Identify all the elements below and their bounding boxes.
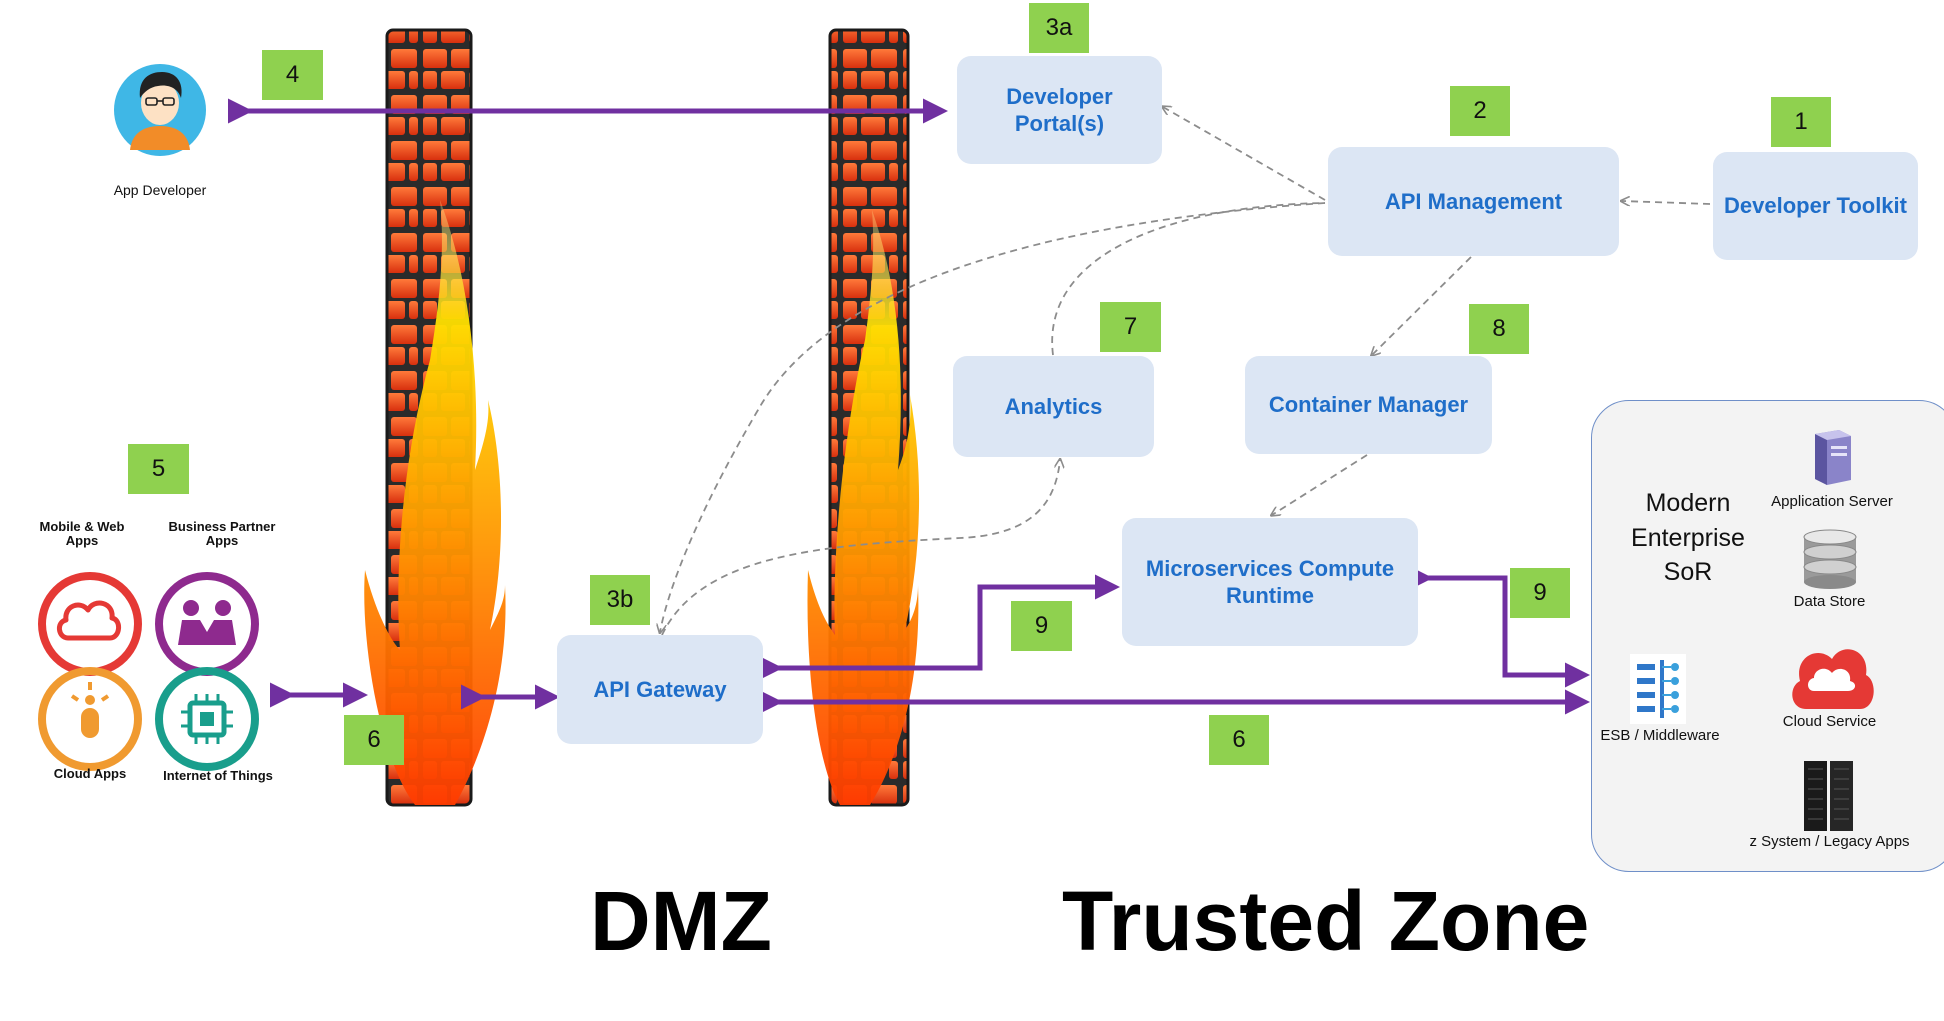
developer-portal-node: Developer Portal(s) (957, 56, 1162, 164)
sor-title-line1: Modern (1645, 489, 1731, 517)
firewall-left (364, 28, 506, 807)
step-badge-9-right: 9 (1510, 568, 1570, 618)
step-badge-3b: 3b (590, 575, 650, 625)
sor-title-line2: Enterprise (1631, 524, 1745, 552)
data-store-icon (1803, 529, 1857, 589)
container-to-microservices-arrow (1272, 454, 1368, 515)
step-badge-6-left: 6 (344, 715, 404, 765)
app-developer-avatar-icon (114, 64, 206, 156)
application-server-icon (1815, 430, 1851, 485)
cloud-service-icon (1792, 649, 1874, 709)
analytics-to-apimgmt-arrow (1051, 202, 1326, 356)
dmz-zone-title: DMZ (590, 874, 772, 968)
step-badge-7: 7 (1100, 302, 1161, 352)
esb-middleware-label: ESB / Middleware (1600, 727, 1720, 744)
step-badge-4: 4 (262, 50, 323, 100)
step-badge-1: 1 (1771, 97, 1831, 147)
microservices-to-sor-arrow (1407, 565, 1590, 688)
cloud-service-label: Cloud Service (1782, 713, 1877, 730)
gateway-to-microservices-arrow (757, 574, 1120, 681)
firewall-right (807, 28, 920, 807)
mobile-web-apps-label: Mobile & Web Apps (39, 519, 125, 548)
z-system-label: z System / Legacy Apps (1749, 833, 1910, 850)
api-management-node: API Management (1328, 147, 1619, 256)
step-badge-2: 2 (1450, 86, 1510, 136)
developer-toolkit-node: Developer Toolkit (1713, 152, 1918, 260)
mobile-web-apps-icon (38, 572, 142, 676)
cloud-apps-label: Cloud Apps (53, 766, 127, 781)
internet-of-things-icon (155, 667, 259, 771)
z-system-icon (1804, 761, 1853, 831)
trusted-zone-title: Trusted Zone (1062, 874, 1590, 968)
business-partner-apps-label: Business Partner Apps (168, 519, 276, 548)
apimgmt-to-portal-arrow (1163, 107, 1326, 201)
data-store-label: Data Store (1793, 593, 1866, 610)
esb-middleware-icon (1630, 654, 1686, 724)
application-server-label: Application Server (1771, 493, 1893, 510)
toolkit-to-apimgmt-arrow (1622, 201, 1711, 204)
step-badge-3a: 3a (1029, 3, 1089, 53)
iot-label: Internet of Things (163, 768, 273, 783)
cloud-apps-icon (38, 667, 142, 771)
app-developer-label: App Developer (113, 182, 207, 198)
step-badge-8: 8 (1469, 304, 1529, 354)
microservices-runtime-node: Microservices Compute Runtime (1122, 518, 1418, 646)
analytics-node: Analytics (953, 356, 1154, 457)
dashed-connectors (660, 107, 1711, 636)
modern-enterprise-sor-panel: Modern Enterprise SoR Application Server… (1591, 400, 1944, 872)
step-badge-5: 5 (128, 444, 189, 494)
flame-left-icon (364, 200, 506, 805)
container-manager-node: Container Manager (1245, 356, 1492, 454)
purple-connectors (227, 98, 1590, 715)
apimgmt-to-gateway-arrow (660, 202, 1326, 632)
api-gateway-node: API Gateway (557, 635, 763, 744)
sor-title-line3: SoR (1663, 558, 1713, 586)
business-partner-apps-icon (155, 572, 259, 676)
step-badge-9-left: 9 (1011, 601, 1072, 651)
apimgmt-to-container-arrow (1372, 256, 1472, 355)
step-badge-6-right: 6 (1209, 715, 1269, 765)
